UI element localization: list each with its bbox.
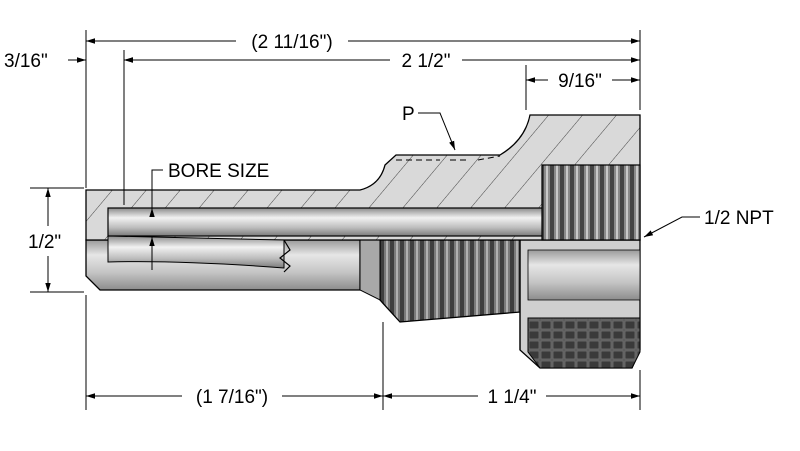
external-thread	[379, 239, 521, 323]
upper-body-section	[85, 114, 641, 273]
dim-lag-length: (1 7/16")	[196, 387, 268, 408]
bore	[107, 207, 549, 237]
dimension-lines	[30, 30, 700, 410]
internal-thread	[541, 164, 641, 241]
callout-npt: 1/2 NPT	[704, 208, 774, 229]
dim-hex-length: 9/16"	[558, 71, 602, 92]
callout-bore-size: BORE SIZE	[168, 161, 269, 182]
dim-overall-length: (2 11/16")	[251, 32, 332, 53]
dim-tip-thickness: 3/16"	[4, 51, 48, 72]
dim-thread-length: 1 1/4"	[487, 387, 536, 408]
dim-shank-diameter: 1/2"	[28, 232, 61, 253]
hex-knurl	[527, 317, 641, 369]
callout-p: P	[402, 104, 415, 125]
dim-insertion-length: 2 1/2"	[401, 51, 450, 72]
lower-body-external	[85, 239, 641, 369]
